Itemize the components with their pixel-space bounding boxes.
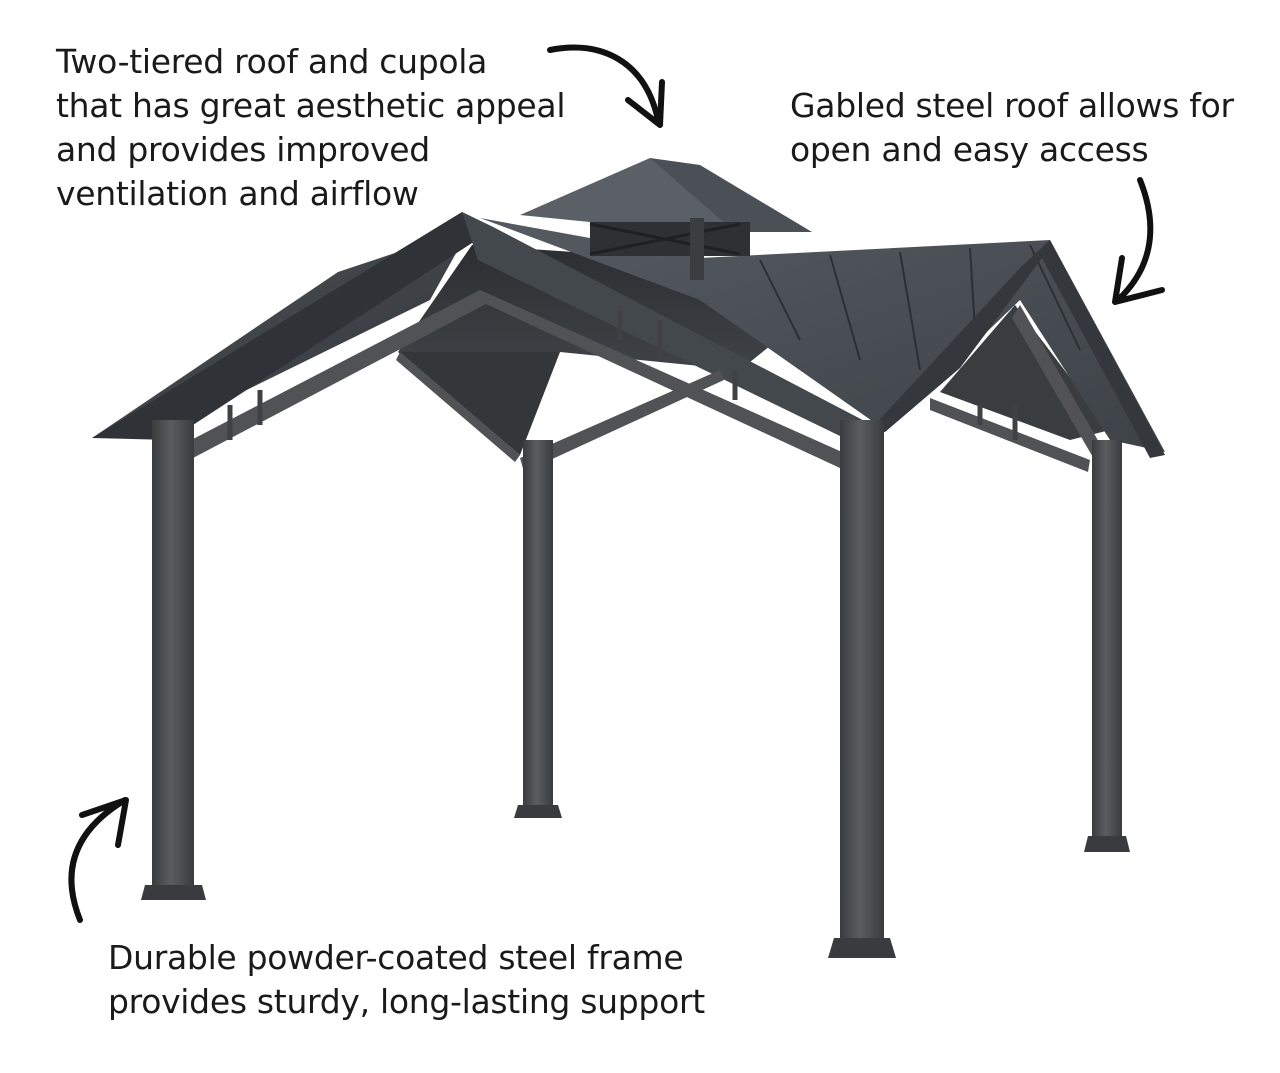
callout-gable: Gabled steel roof allows for open and ea… <box>790 84 1234 172</box>
post-front-right <box>840 420 884 940</box>
callout-frame: Durable powder-coated steel frame provid… <box>108 936 705 1024</box>
post-back-left <box>523 440 553 810</box>
cupola <box>520 158 812 280</box>
callout-line: Two-tiered roof and cupola <box>56 42 488 81</box>
roof-gable-front <box>92 212 878 440</box>
post-back-right <box>1092 440 1122 840</box>
callout-line: provides sturdy, long-lasting support <box>108 982 705 1021</box>
callout-line: ventilation and airflow <box>56 174 419 213</box>
callout-cupola: Two-tiered roof and cupola that has grea… <box>56 40 566 216</box>
callout-line: Durable powder-coated steel frame <box>108 938 684 977</box>
roof-gable-right <box>870 240 1165 458</box>
frame-beams <box>168 290 1115 478</box>
curved-arrow-icon <box>1112 177 1165 305</box>
post-bases <box>141 805 1130 958</box>
callout-line: open and easy access <box>790 130 1149 169</box>
callout-line: and provides improved <box>56 130 430 169</box>
roof-panel-right <box>480 218 1165 452</box>
callout-line: Gabled steel roof allows for <box>790 86 1234 125</box>
callout-line: that has great aesthetic appeal <box>56 86 566 125</box>
frame-rails <box>227 310 1018 440</box>
curved-arrow-icon <box>547 44 665 128</box>
curved-arrow-icon <box>68 797 129 923</box>
post-front-left <box>152 420 194 885</box>
posts <box>152 420 1122 940</box>
